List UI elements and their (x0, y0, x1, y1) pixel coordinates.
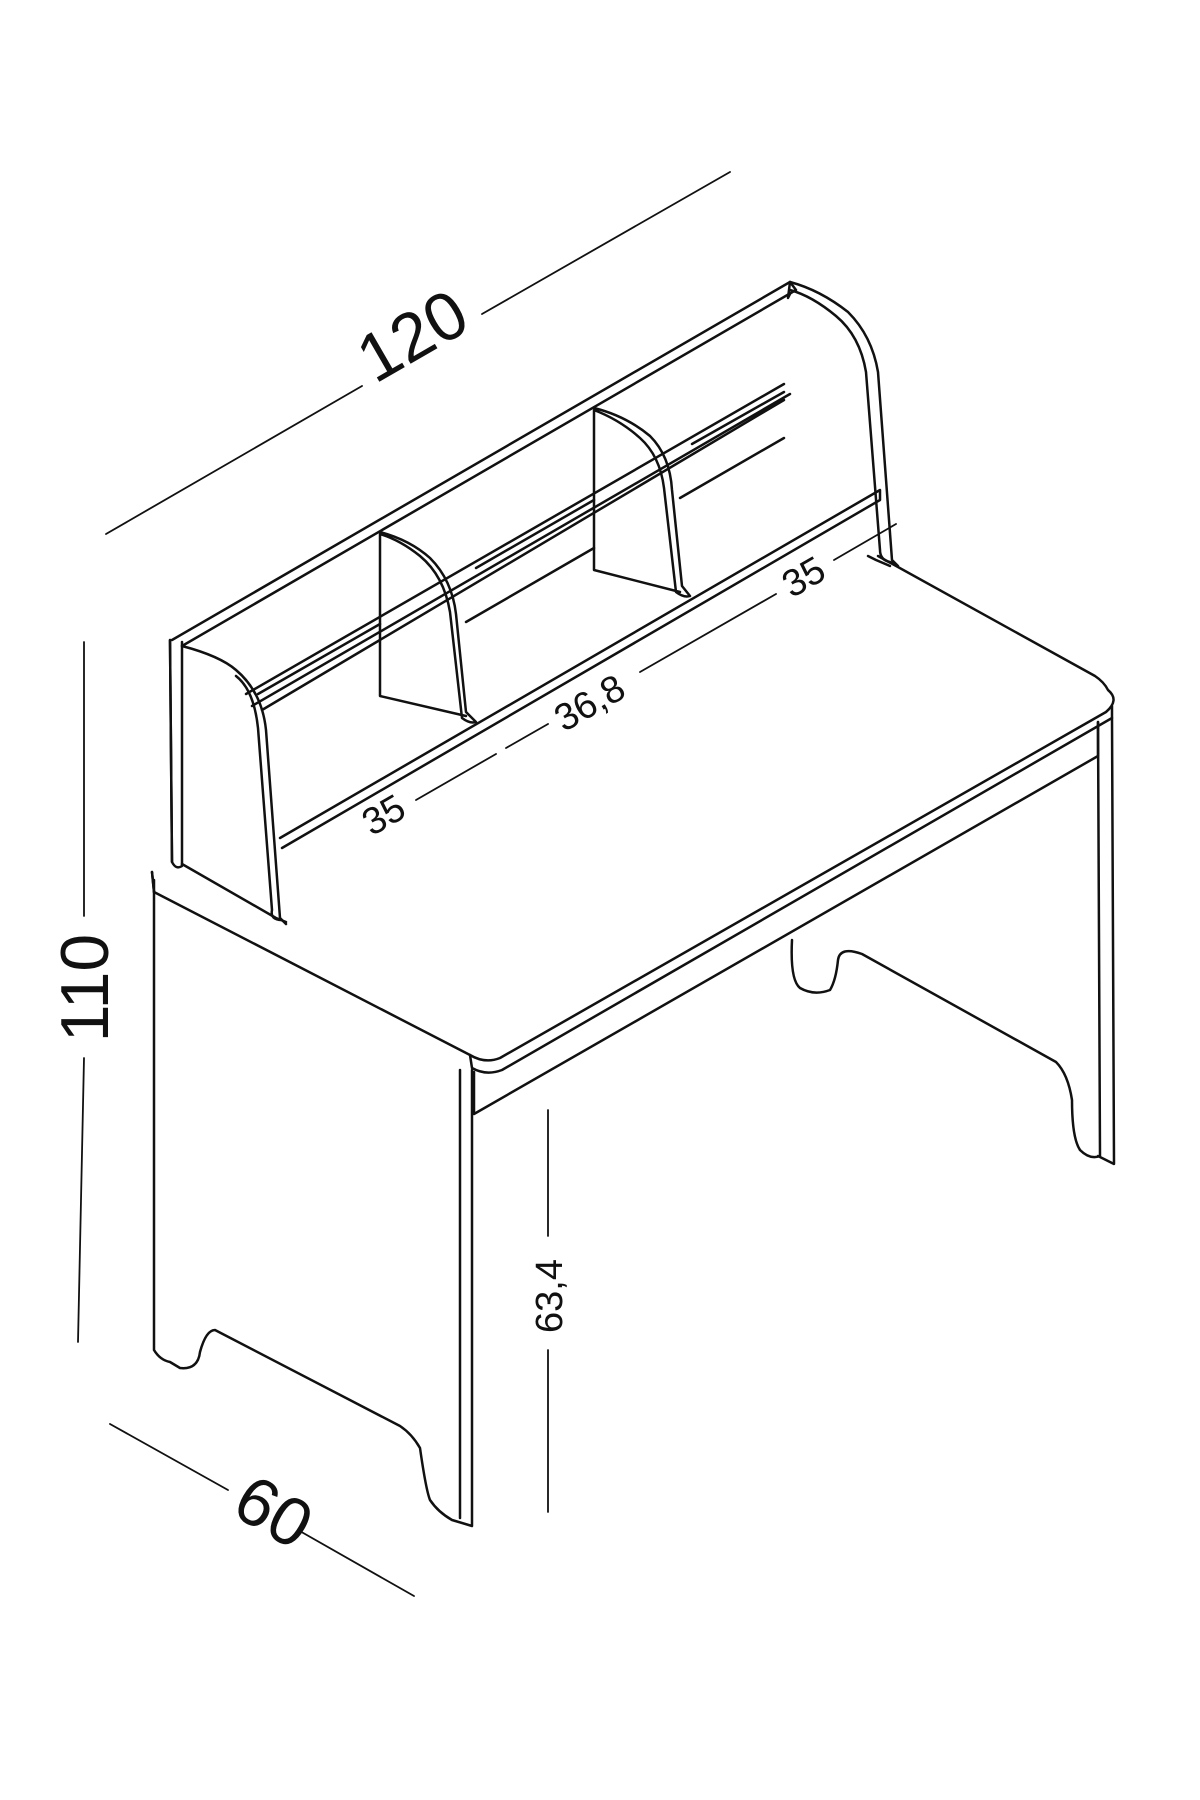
dim-label-hutch-middle: 36,8 (547, 667, 632, 740)
dim-line-width-b (481, 171, 731, 315)
dim-label-height: 110 (47, 934, 123, 1042)
hutch-back-panel (244, 382, 792, 712)
hutch-right-panel (788, 280, 900, 568)
desk-top-surface (150, 554, 1115, 1062)
dim-label-desk-height: 63,4 (529, 1259, 571, 1333)
hutch-divider-right (592, 406, 692, 598)
desk-right-panel (790, 720, 1102, 1159)
hutch (168, 280, 900, 926)
dim-line-hutch-right (833, 523, 897, 561)
dim-label-hutch-left: 35 (355, 787, 413, 845)
hutch-divider-left (378, 530, 478, 724)
hutch-shelf (278, 488, 882, 850)
desk-left-panel (152, 890, 474, 1528)
dim-label-depth: 60 (222, 1460, 326, 1564)
dim-line-height-b (77, 1057, 85, 1343)
dim-label-hutch-right: 35 (775, 549, 833, 607)
desk-top-edge (152, 704, 1114, 1074)
dim-line-hutch-middle-b (639, 593, 777, 673)
dimension-lines (77, 171, 897, 1597)
dim-line-hutch-middle-a (505, 723, 549, 749)
desk (150, 554, 1116, 1528)
dim-line-width-a (105, 385, 363, 535)
dim-label-width: 120 (344, 275, 480, 398)
dimension-labels: 120 110 60 63,4 35 36,8 35 (47, 275, 833, 1564)
dim-line-depth-b (297, 1529, 415, 1597)
dim-line-depth-a (109, 1423, 229, 1491)
dim-line-hutch-left (415, 753, 497, 801)
hutch-top-rail (170, 280, 798, 648)
